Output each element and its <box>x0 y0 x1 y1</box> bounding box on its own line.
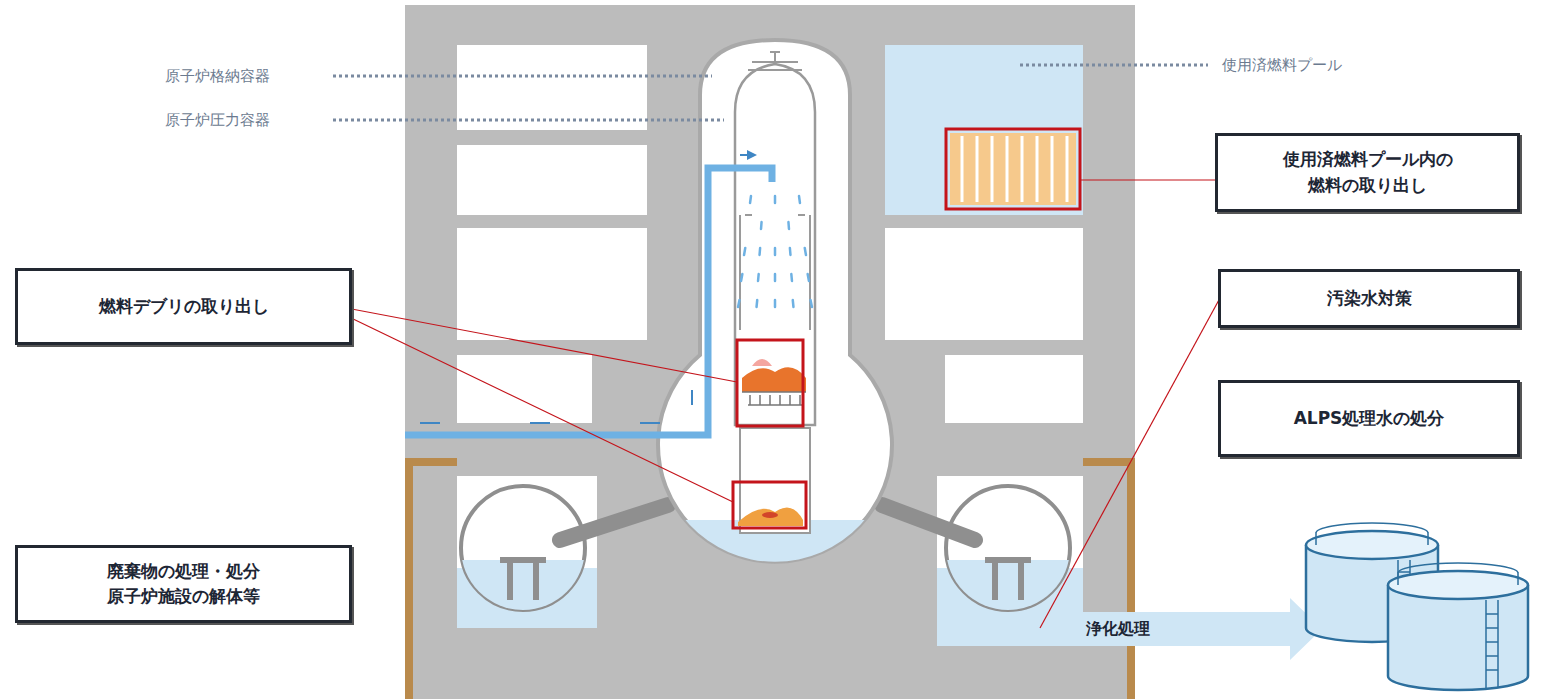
task-box: 汚染水対策 <box>1218 269 1520 328</box>
water-drop <box>808 274 809 281</box>
tank-ladder <box>1486 600 1498 688</box>
fuel-rod <box>961 136 964 202</box>
water-drop <box>792 300 795 307</box>
water-drop <box>790 274 793 281</box>
callout-line <box>1080 179 1215 180</box>
water-drop <box>774 196 777 203</box>
water-injection-pipe <box>405 168 772 435</box>
fuel-rods <box>962 136 1067 202</box>
tank-top <box>1306 531 1438 559</box>
room <box>457 145 647 215</box>
part-label: 原子炉格納容器 <box>165 67 270 86</box>
highlight-box <box>737 340 803 426</box>
ground-edge <box>405 458 457 466</box>
flow-arrow <box>420 155 755 423</box>
fuel-rod <box>1006 136 1009 202</box>
task-box: 使用済燃料プール内の 燃料の取り出し <box>1215 133 1520 212</box>
containment-vessel <box>658 40 892 562</box>
room <box>457 228 647 340</box>
water-drop <box>774 274 777 281</box>
core-plate <box>742 392 806 405</box>
vent-pipe <box>560 505 668 540</box>
torus-water <box>940 560 1080 620</box>
room <box>945 355 1083 423</box>
fuel-debris <box>762 512 778 518</box>
tank-body <box>1388 585 1528 690</box>
process-label: 浄化処理 <box>1086 619 1150 640</box>
water-drop <box>805 248 806 255</box>
water-spray <box>738 196 812 307</box>
room <box>457 355 592 423</box>
tank-rail <box>1398 563 1518 585</box>
callout-line <box>320 303 737 502</box>
task-box: 燃料デブリの取り出し <box>15 268 352 345</box>
room <box>885 228 1083 340</box>
fuel-rod <box>1021 136 1024 202</box>
part-label: 使用済燃料プール <box>1222 56 1342 75</box>
torus-support <box>985 560 1031 600</box>
water-drop <box>741 274 742 281</box>
storage-tank <box>1388 563 1528 690</box>
box-label: 使用済燃料プール内の 燃料の取り出し <box>1258 147 1478 198</box>
highlight-box <box>733 482 806 528</box>
torus-room <box>937 476 1083 628</box>
leader-line <box>333 119 724 122</box>
vessel-head <box>748 52 802 70</box>
water-drop <box>789 248 792 255</box>
leader-line <box>333 75 712 78</box>
water-drop <box>758 248 761 255</box>
building-wall <box>405 5 1135 699</box>
water-drop <box>787 222 790 229</box>
pool-fuel <box>950 133 1076 205</box>
vessel-internal <box>740 215 810 330</box>
spent-fuel-pool <box>885 45 1083 215</box>
box-label: ALPS処理水の処分 <box>1294 406 1445 432</box>
fuel-rod <box>976 136 979 202</box>
box-label: 廃棄物の処理・処分 原子炉施設の解体等 <box>74 559 294 610</box>
fuel-rod <box>991 136 994 202</box>
torus-water <box>455 560 595 620</box>
highlight-box <box>946 129 1080 209</box>
water-drop <box>760 222 763 229</box>
water-drop <box>749 196 752 203</box>
room <box>457 45 647 130</box>
water-drop <box>744 248 745 255</box>
water-drop <box>774 248 777 255</box>
callout-line <box>1040 298 1220 628</box>
water-drop <box>811 300 812 307</box>
fuel-rod <box>1051 136 1054 202</box>
fuel-debris <box>738 508 803 527</box>
tank-rail <box>1316 523 1428 545</box>
fuel-debris <box>752 359 772 366</box>
tank-top <box>1388 571 1528 599</box>
purification-arrow <box>937 598 1322 660</box>
ground-edge <box>1083 458 1135 466</box>
water-drop <box>757 274 760 281</box>
pressure-vessel <box>735 64 815 425</box>
fuel-rod <box>1066 136 1069 202</box>
box-label: 汚染水対策 <box>1327 286 1412 312</box>
task-box: ALPS処理水の処分 <box>1218 380 1520 457</box>
vent-pipe <box>882 505 975 540</box>
fuel-debris <box>742 367 806 392</box>
water-drop <box>738 300 739 307</box>
leader-line <box>1020 64 1208 67</box>
box-label: 燃料デブリの取り出し <box>99 294 269 320</box>
water-drop <box>774 300 777 307</box>
torus-support <box>500 560 546 600</box>
task-box: 廃棄物の処理・処分 原子炉施設の解体等 <box>15 545 352 623</box>
water-drop <box>755 300 758 307</box>
fuel-rod <box>1036 136 1039 202</box>
water-drop <box>798 196 801 203</box>
part-label: 原子炉圧力容器 <box>165 111 270 130</box>
